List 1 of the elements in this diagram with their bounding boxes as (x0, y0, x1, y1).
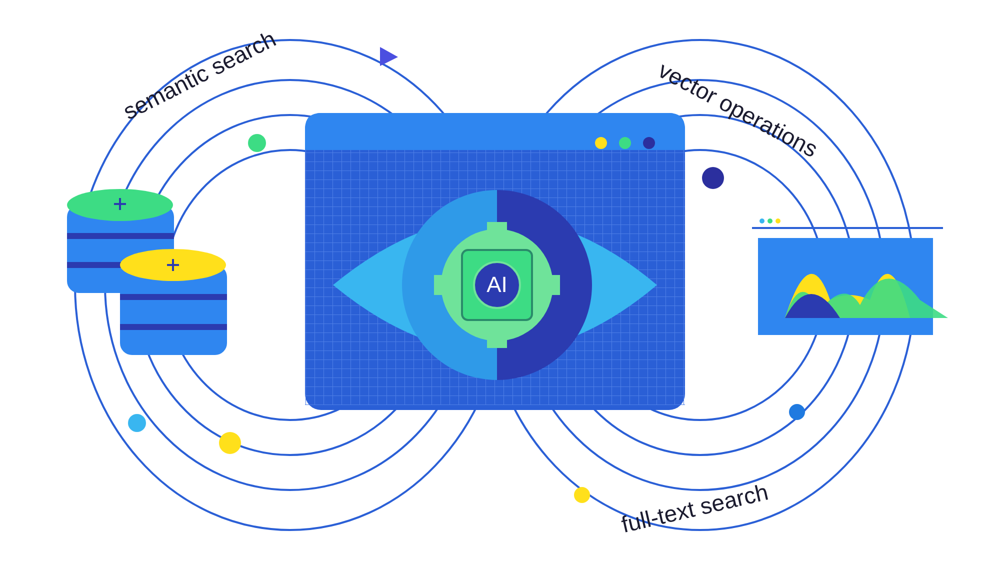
orbit-label: full-text search (618, 478, 771, 539)
